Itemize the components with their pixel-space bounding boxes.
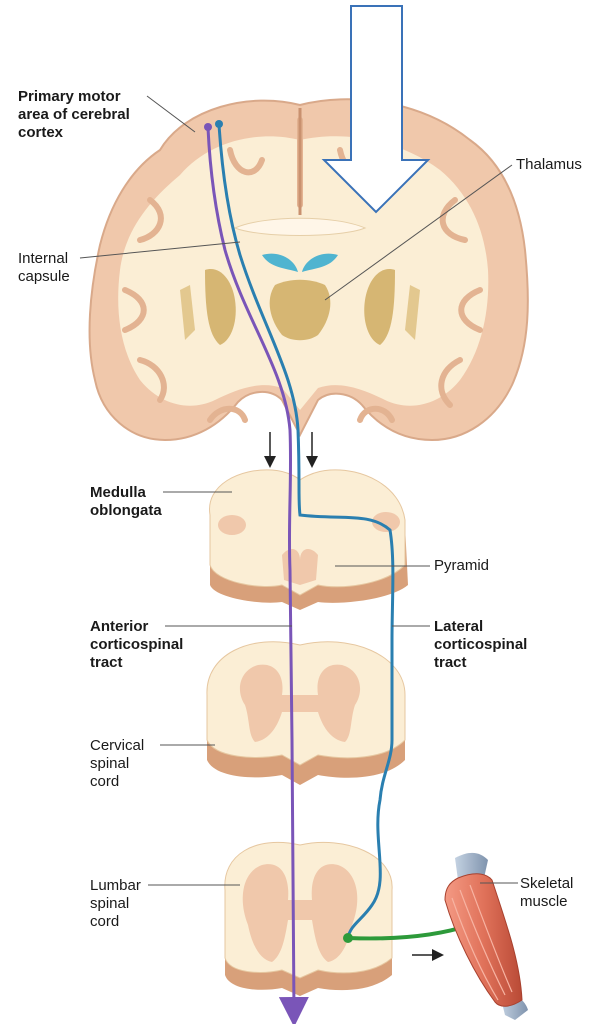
motor-neuron-body [343, 933, 353, 943]
cervical-cord-section [207, 642, 405, 785]
label-pyramid: Pyramid [434, 557, 489, 575]
label-internal-capsule: Internal capsule [18, 250, 70, 286]
label-primary-motor-area: Primary motor area of cerebral cortex [18, 88, 130, 142]
skeletal-muscle [445, 853, 528, 1020]
brain-section [90, 99, 528, 440]
neuron-body-purple [204, 123, 212, 131]
label-medulla-oblongata: Medulla oblongata [90, 484, 162, 520]
label-anterior-corticospinal-tract: Anterior corticospinal tract [90, 618, 183, 672]
label-lumbar-spinal-cord: Lumbar spinal cord [90, 877, 141, 931]
label-skeletal-muscle: Skeletal muscle [520, 875, 573, 911]
medulla-section [210, 470, 408, 610]
label-thalamus: Thalamus [516, 156, 582, 174]
label-cervical-spinal-cord: Cervical spinal cord [90, 737, 144, 791]
neuron-body-blue [215, 120, 223, 128]
lumbar-cord-section [225, 842, 392, 996]
pyramid-right [300, 549, 318, 585]
label-lateral-corticospinal-tract: Lateral corticospinal tract [434, 618, 527, 672]
